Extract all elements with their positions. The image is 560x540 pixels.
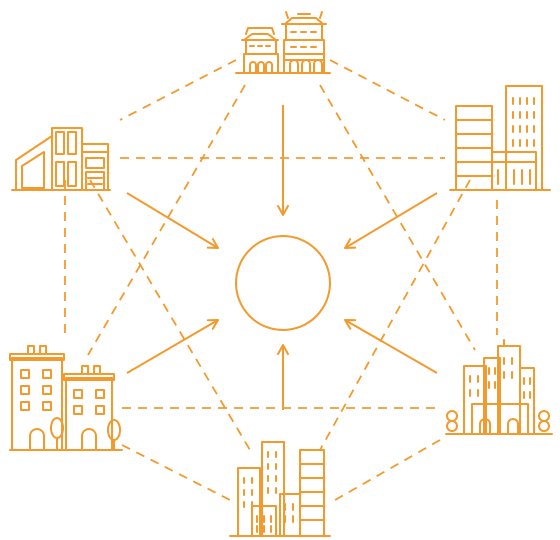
chinese-pagoda-buildings-icon [235,11,331,74]
arrow-from-lowerleft [126,319,219,374]
connection-top-upperleft [119,59,237,121]
connection-upperleft-bottom [89,179,251,451]
center-node-circle [235,235,331,331]
connection-lowerright-bottom [334,439,441,501]
connection-top-lowerleft [87,84,246,356]
city-skyline-with-trees-icon [445,339,553,435]
connection-lowerleft-bottom [121,444,231,501]
connection-upperright-bottom [319,179,471,451]
office-towers-icon [449,85,551,191]
arrow-from-lowerright [344,319,438,374]
skyscrapers-cluster-icon [229,441,331,537]
connection-top-lowerright [319,84,476,351]
arrows-to-center [126,105,438,410]
arrow-from-upperleft [126,192,219,249]
dashed-connections [64,59,498,501]
modern-house-icon [11,127,111,191]
apartment-buildings-icon [9,345,123,451]
connection-top-upperright [329,59,446,121]
arrow-from-upperright [344,192,438,249]
